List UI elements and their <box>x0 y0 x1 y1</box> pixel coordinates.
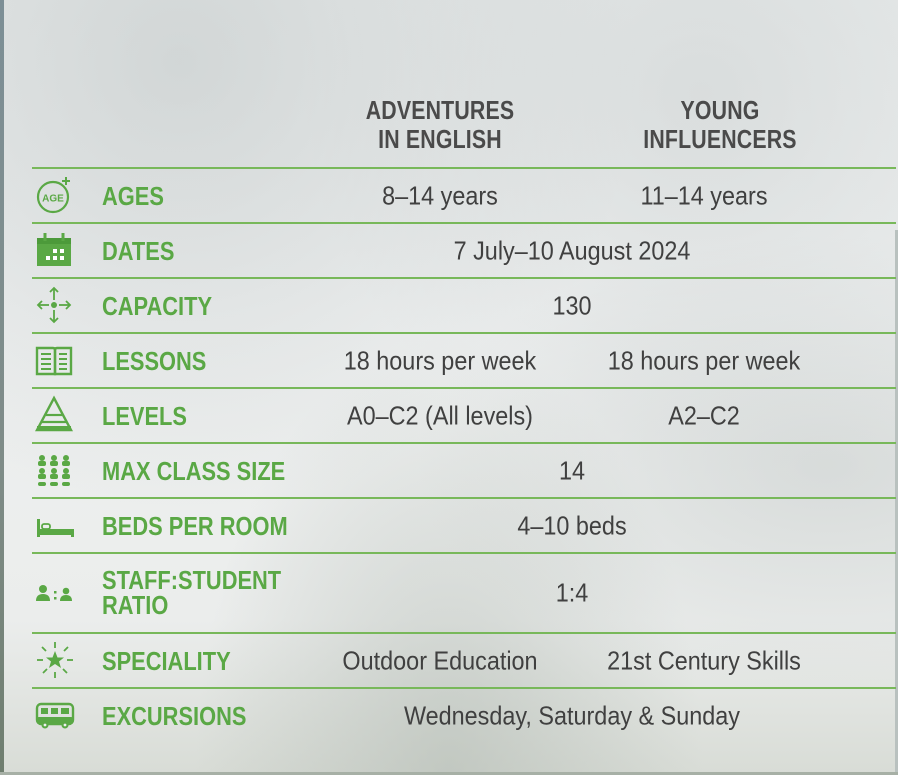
row-divider <box>32 442 896 444</box>
table-row-max-class-size: MAX CLASS SIZE 14 <box>32 444 896 497</box>
bottom-edge-strip <box>0 772 898 775</box>
value-adventures-in-english: Outdoor Education <box>342 645 538 675</box>
book-icon <box>34 340 78 380</box>
table-row-beds-per-room: BEDS PER ROOM 4–10 beds <box>32 499 896 552</box>
column-header-young-influencers: YOUNG INFLUENCERS <box>643 95 797 154</box>
value-both-programmes: 130 <box>552 290 592 320</box>
row-label: MAX CLASS SIZE <box>102 455 286 486</box>
row-label: LESSONS <box>102 345 207 376</box>
row-label: DATES <box>102 235 175 266</box>
age-icon: AGE <box>34 175 78 215</box>
calendar-icon <box>34 230 78 270</box>
staff-student-icon <box>34 573 78 613</box>
table-row-capacity: CAPACITY 130 <box>32 279 896 332</box>
value-adventures-in-english: 18 hours per week <box>343 345 537 375</box>
table-row-speciality: SPECIALITY Outdoor Education 21st Centur… <box>32 634 896 687</box>
value-adventures-in-english: A0–C2 (All levels) <box>347 400 533 430</box>
people-group-icon <box>34 450 78 490</box>
table-row-dates: DATES 7 July–10 August 2024 <box>32 224 896 277</box>
row-divider <box>32 387 896 389</box>
bus-icon <box>34 695 78 735</box>
value-both-programmes: 14 <box>558 455 586 485</box>
column-header-adventures-in-english: ADVENTURES IN ENGLISH <box>365 95 515 154</box>
left-edge-strip <box>0 0 4 775</box>
right-edge-strip <box>895 230 898 775</box>
value-both-programmes: Wednesday, Saturday & Sunday <box>403 700 741 730</box>
row-label: CAPACITY <box>102 290 213 321</box>
row-divider <box>32 332 896 334</box>
star-burst-icon <box>34 640 78 680</box>
bed-icon <box>34 505 78 545</box>
svg-text:AGE: AGE <box>42 194 64 205</box>
value-young-influencers: A2–C2 <box>668 400 740 430</box>
table-row-staff-student-ratio: STAFF:STUDENT RATIO 1:4 <box>32 554 896 632</box>
value-adventures-in-english: 8–14 years <box>382 180 498 210</box>
row-divider <box>32 552 896 554</box>
row-label: EXCURSIONS <box>102 700 247 731</box>
row-divider <box>32 222 896 224</box>
row-label: STAFF:STUDENT RATIO <box>102 565 282 620</box>
row-divider <box>32 497 896 499</box>
row-label: LEVELS <box>102 400 187 431</box>
value-both-programmes: 4–10 beds <box>517 510 627 540</box>
pyramid-levels-icon <box>34 395 78 435</box>
row-label: SPECIALITY <box>102 645 231 676</box>
row-label: AGES <box>102 180 164 211</box>
row-label: BEDS PER ROOM <box>102 510 288 541</box>
table-row-excursions: EXCURSIONS Wednesday, Saturday & Sunday <box>32 689 896 742</box>
value-young-influencers: 18 hours per week <box>607 345 801 375</box>
value-young-influencers: 11–14 years <box>640 180 768 210</box>
table-row-ages: AGE AGES 8–14 years 11–14 years <box>32 169 896 222</box>
value-young-influencers: 21st Century Skills <box>607 645 801 675</box>
table-row-levels: LEVELS A0–C2 (All levels) A2–C2 <box>32 389 896 442</box>
row-divider <box>32 167 896 169</box>
row-divider <box>32 632 896 634</box>
table-row-lessons: LESSONS 18 hours per week 18 hours per w… <box>32 334 896 387</box>
value-both-programmes: 1:4 <box>555 577 589 608</box>
capacity-arrows-icon <box>34 285 78 325</box>
row-divider <box>32 687 896 689</box>
value-both-programmes: 7 July–10 August 2024 <box>453 235 691 265</box>
row-divider <box>32 277 896 279</box>
